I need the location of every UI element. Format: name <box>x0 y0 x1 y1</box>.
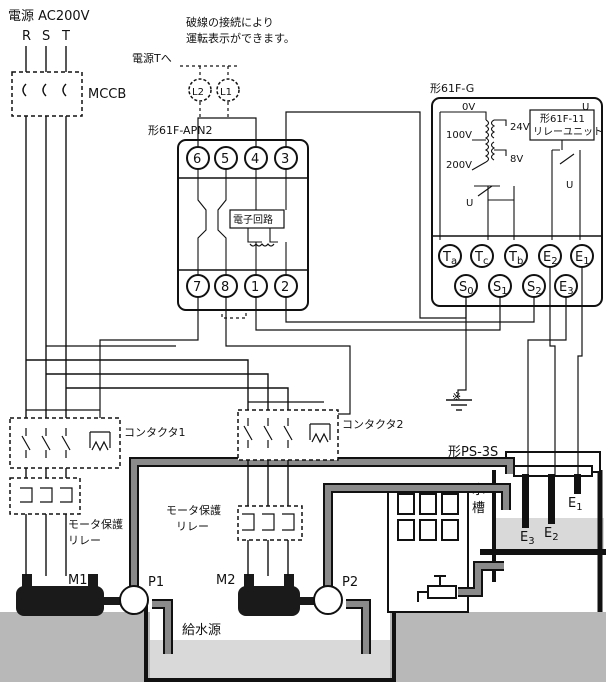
mccb-switches <box>22 83 67 97</box>
electronic-circuit-label: 電子回路 <box>233 213 273 226</box>
motor-relay-1-box <box>9 477 81 515</box>
svg-text:Tc: Tc <box>474 250 488 267</box>
note-line-2: 運転表示ができます。 <box>186 31 295 45</box>
terminal-ta[interactable] <box>438 244 462 268</box>
interconnect-wiring <box>26 111 583 476</box>
water-source-walls <box>144 596 396 682</box>
g-bottom-terminals: S0 S1 S2 E3 <box>454 274 578 298</box>
relay-unit-label-2: リレーユニット <box>533 127 603 138</box>
motor-relay-2-box <box>237 505 303 541</box>
relay-unit-label-1: 形61F-11 <box>540 113 585 125</box>
contactor-1-contacts <box>21 428 111 458</box>
svg-text:E2: E2 <box>543 250 558 267</box>
svg-text:E3: E3 <box>559 280 574 297</box>
svg-text:6: 6 <box>193 152 201 167</box>
contactor-2-label: コンタクタ2 <box>342 418 404 431</box>
mccb-box <box>11 71 83 117</box>
contactor-1-box <box>9 417 121 469</box>
sensor-title: 形PS-3S <box>448 445 498 460</box>
svg-text:5: 5 <box>221 152 229 167</box>
g-24v-label: 24V <box>510 122 530 133</box>
g-0v-label: 0V <box>462 102 475 113</box>
electronic-circuit-box <box>229 209 285 229</box>
pump-p1 <box>119 585 149 615</box>
note-line-1: 破線の接続により <box>186 15 274 29</box>
pump-p1-label: P1 <box>148 575 164 590</box>
motor-m1-label: M1 <box>68 573 88 588</box>
lamp-l1 <box>216 78 240 102</box>
terminal-tb[interactable] <box>504 244 528 268</box>
phase-r-label: R <box>22 29 31 44</box>
svg-text:2: 2 <box>281 280 289 295</box>
apn2-top-terminals: 6 5 4 3 <box>186 146 298 170</box>
svg-text:1: 1 <box>251 280 259 295</box>
motor-m1 <box>16 574 120 616</box>
ground-icon <box>446 399 472 411</box>
apn2-internal-wiring <box>197 169 287 275</box>
g-unit-title: 形61F-G <box>430 82 474 95</box>
motor-relay-1-label-2: リレー <box>68 534 101 547</box>
apn2-title: 形61F-APN2 <box>148 124 212 137</box>
g-u-label-right: U <box>566 180 573 191</box>
water-source-water <box>150 640 390 682</box>
motor-relay-2-elements <box>242 513 295 531</box>
g-100v-label: 100V <box>446 130 472 141</box>
tank-label-2: 槽 <box>472 501 485 516</box>
contactor-2-contacts <box>243 418 331 448</box>
electrode-e1-rod <box>574 474 581 494</box>
motor-relay-2-label-2: リレー <box>176 520 209 533</box>
pipes <box>129 457 515 654</box>
water-source-label: 給水源 <box>182 623 221 638</box>
lamp-l2-label: L2 <box>192 87 204 98</box>
building-windows <box>397 493 459 541</box>
phase-s-label: S <box>42 29 50 44</box>
motor-relay-1-elements <box>20 487 73 503</box>
g-200v-label: 200V <box>446 160 472 171</box>
note-to-t: 電源Tへ <box>132 51 172 65</box>
power-label: 電源 AC200V <box>8 9 90 24</box>
electrode-e3-label: E3 <box>520 530 535 547</box>
mccb-label: MCCB <box>88 87 126 102</box>
svg-text:3: 3 <box>281 152 289 167</box>
svg-text:4: 4 <box>251 152 259 167</box>
svg-text:Tb: Tb <box>508 250 523 267</box>
electrode-e2-rod <box>548 474 555 524</box>
g-8v-label: 8V <box>510 154 523 165</box>
motor-m2-label: M2 <box>216 573 236 588</box>
g-unit-internal <box>439 111 581 240</box>
motor-relay-2-label-1: モータ保護 <box>166 503 221 517</box>
contactor-1-label: コンタクタ1 <box>124 426 186 439</box>
g-top-terminals: Ta Tc Tb E2 E1 <box>438 244 594 268</box>
motor-relay-1-label-1: モータ保護 <box>68 517 123 531</box>
g-u-label-left: U <box>466 198 473 209</box>
g-u-label-top: U <box>582 102 589 113</box>
svg-text:Ta: Ta <box>442 250 457 267</box>
ground-note-mark: ※ <box>452 390 461 403</box>
pump-p2 <box>313 585 343 615</box>
svg-text:E1: E1 <box>575 250 590 267</box>
electrode-e1-label: E1 <box>568 496 583 513</box>
svg-text:S1: S1 <box>493 280 508 297</box>
faucet-icon <box>417 575 457 602</box>
svg-text:S0: S0 <box>459 280 474 297</box>
motor-m2 <box>238 574 316 616</box>
lamp-l2 <box>188 78 212 102</box>
electrode-e3-rod <box>522 474 529 528</box>
pump-p2-label: P2 <box>342 575 358 590</box>
svg-text:8: 8 <box>221 280 229 295</box>
phase-t-label: T <box>61 29 70 44</box>
svg-text:7: 7 <box>193 280 201 295</box>
terminal-tc[interactable] <box>470 244 494 268</box>
svg-text:S2: S2 <box>527 280 542 297</box>
lamp-l1-label: L1 <box>220 87 232 98</box>
electrode-e2-label: E2 <box>544 526 559 543</box>
